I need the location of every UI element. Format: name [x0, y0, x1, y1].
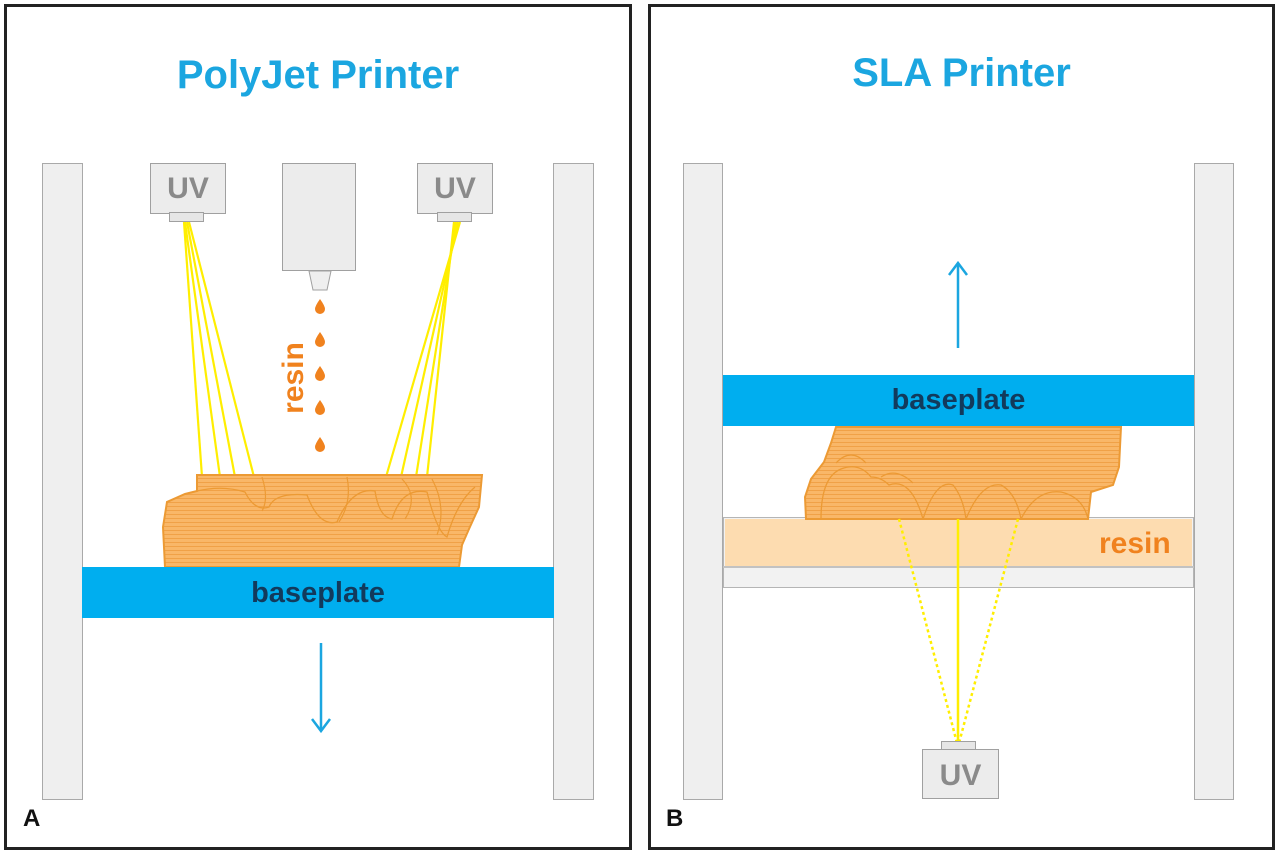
uv-label: UV — [434, 172, 476, 205]
print-head — [282, 163, 356, 271]
panel-title: PolyJet Printer — [176, 53, 460, 97]
uv-lamp-lens — [169, 212, 204, 222]
uv-beams-right — [384, 221, 462, 478]
panel-label: A — [23, 805, 41, 832]
baseplate: baseplate — [82, 567, 554, 618]
panel-sla: SLA Printer re — [648, 4, 1275, 850]
uv-lamp: UV — [922, 749, 999, 799]
down-arrow-icon — [311, 643, 331, 734]
resin-label: resin — [277, 342, 310, 414]
right-pillar — [1194, 163, 1234, 800]
panel-polyjet: PolyJet Printer — [4, 4, 632, 850]
uv-lamp-lens — [437, 212, 472, 222]
up-arrow-icon — [948, 260, 968, 348]
uv-lamp-left: UV — [150, 163, 226, 214]
uv-label: UV — [939, 759, 982, 792]
right-pillar — [553, 163, 594, 800]
panel-title: SLA Printer — [852, 51, 1071, 95]
dental-model — [803, 426, 1123, 520]
print-head-nozzle — [308, 270, 332, 291]
resin-label: resin — [1099, 527, 1171, 560]
baseplate-label: baseplate — [251, 577, 385, 609]
baseplate-label: baseplate — [891, 384, 1026, 416]
uv-beams-left — [182, 221, 256, 478]
uv-lamp-right: UV — [417, 163, 493, 214]
sla-illustration — [803, 260, 1123, 748]
left-pillar — [42, 163, 83, 800]
droplet-icon — [315, 299, 325, 452]
polyjet-illustration — [161, 221, 484, 734]
left-pillar — [683, 163, 723, 800]
uv-label: UV — [167, 172, 209, 205]
panel-label: B — [666, 805, 684, 832]
dental-model — [161, 474, 484, 568]
baseplate: baseplate — [723, 375, 1194, 426]
